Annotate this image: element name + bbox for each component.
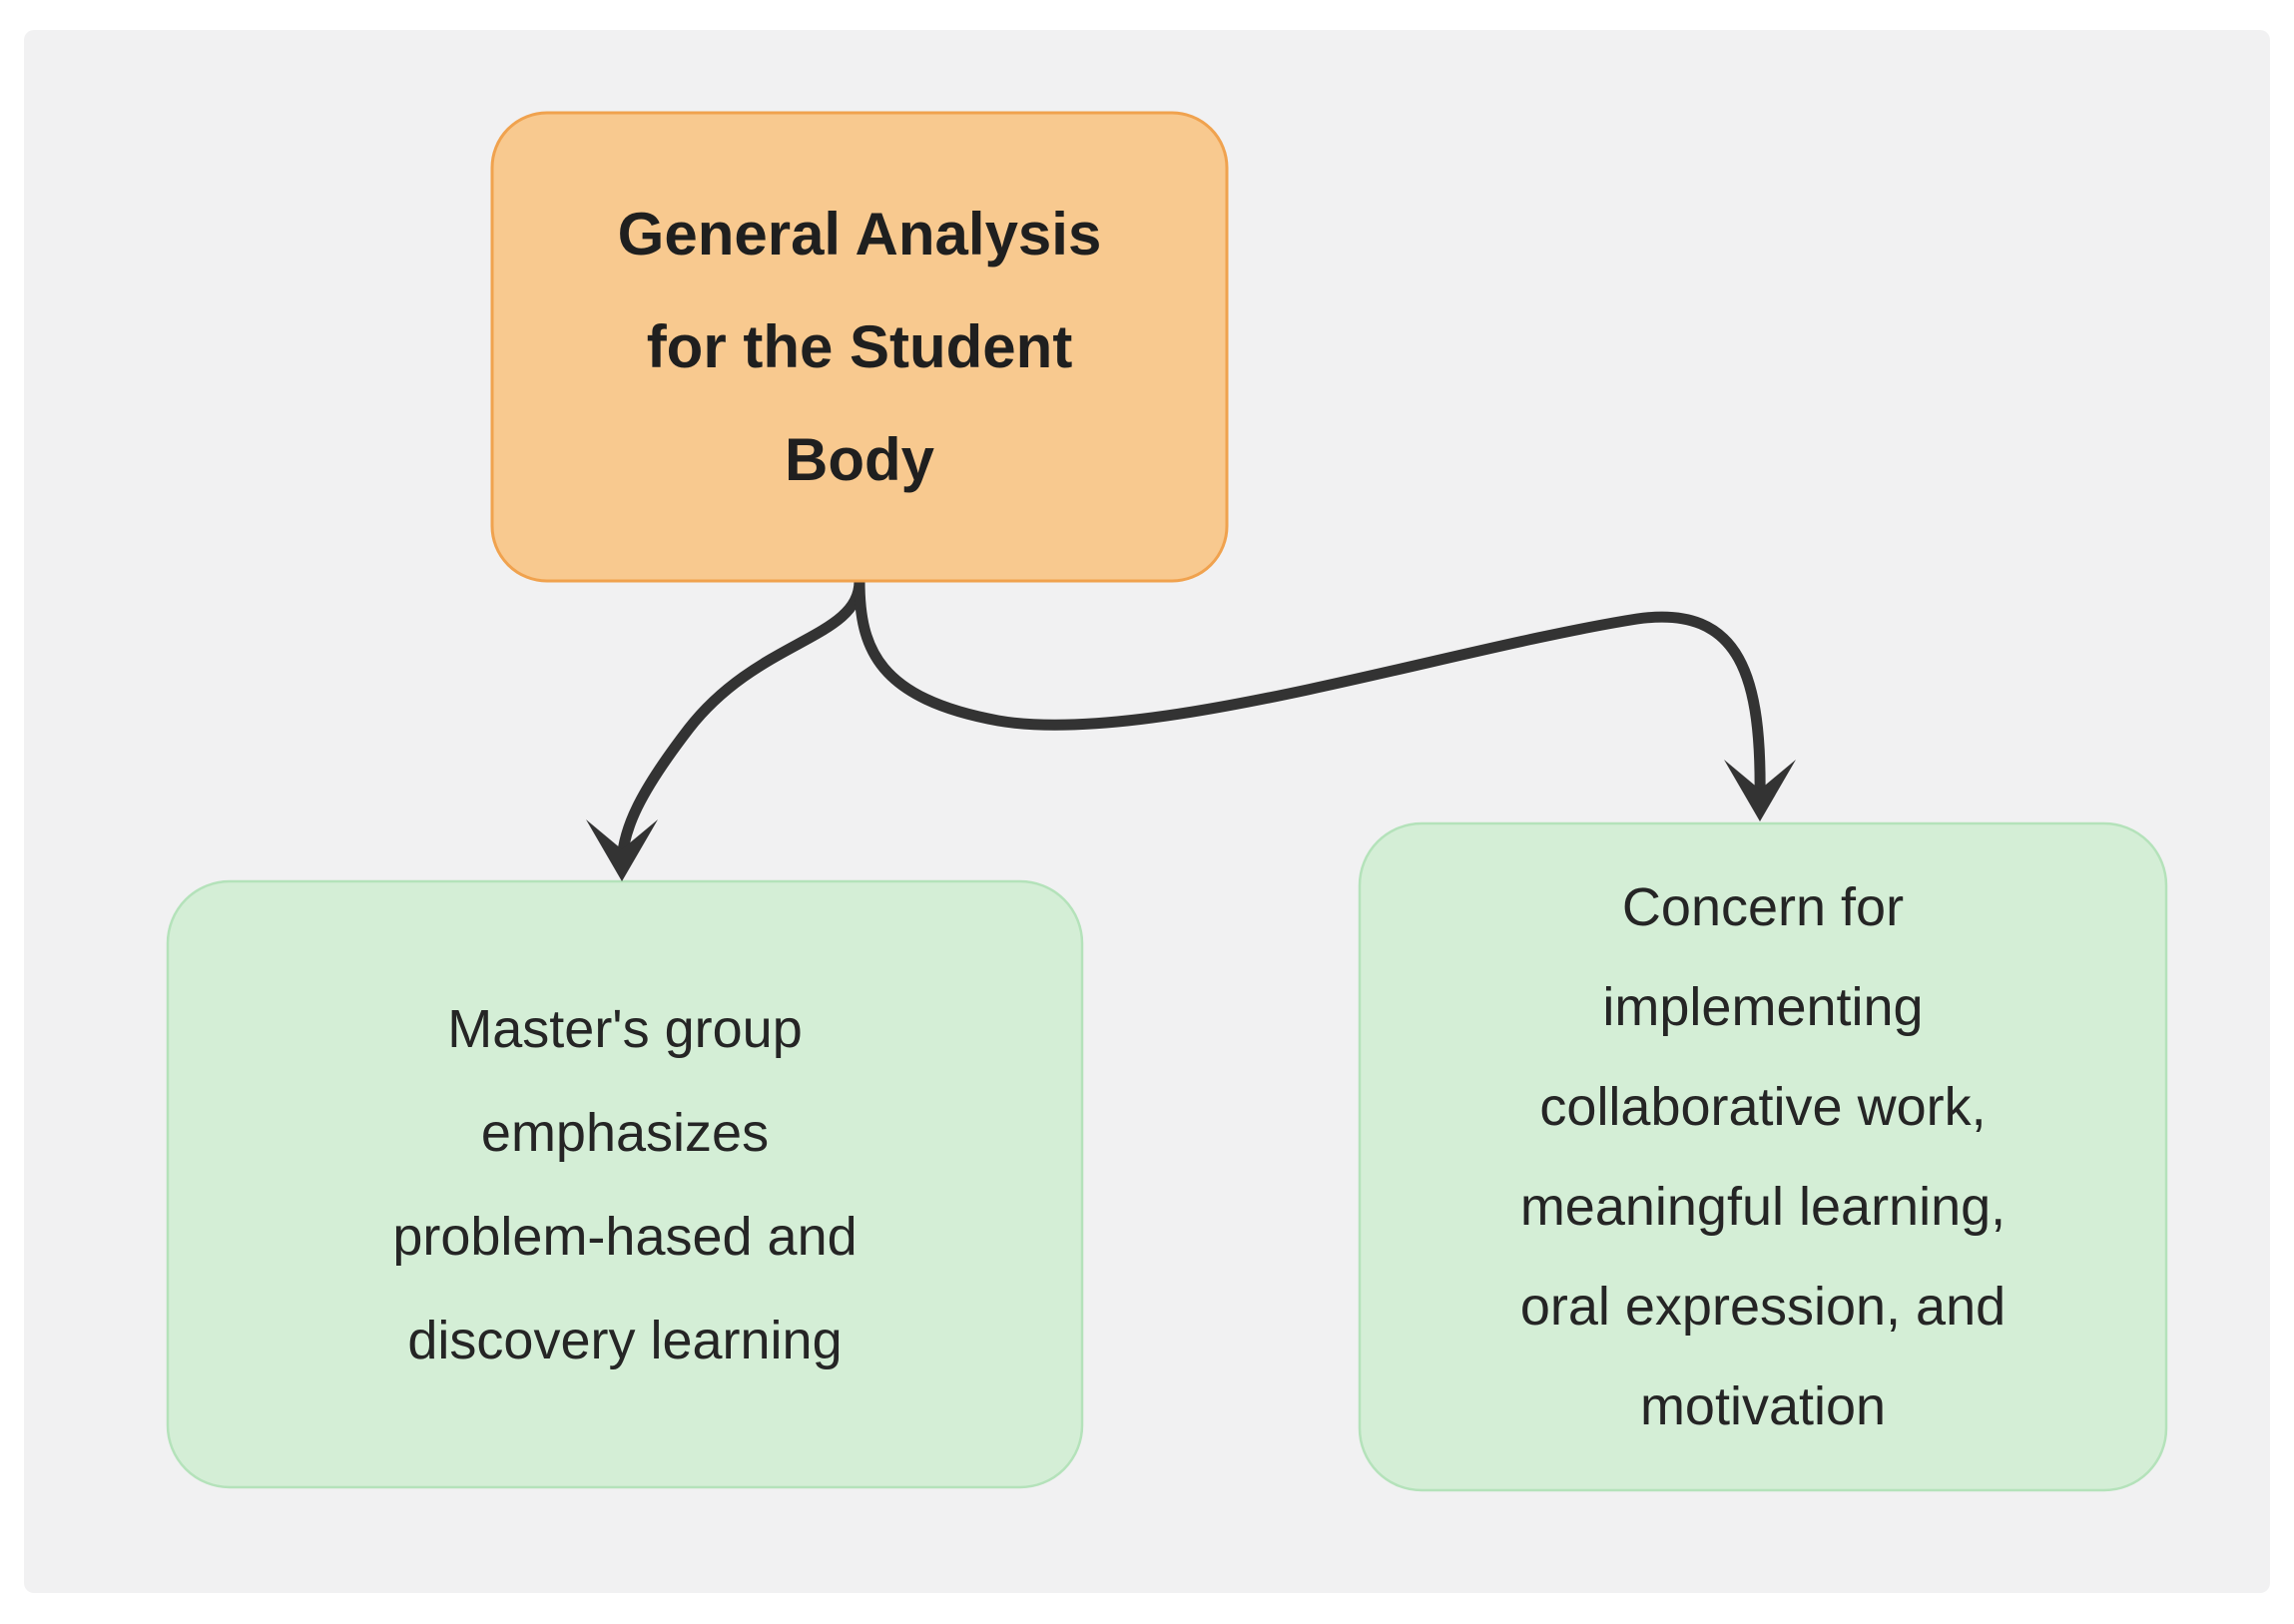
edge-root-to-left — [616, 575, 865, 866]
node-right-shape — [1358, 821, 2168, 1492]
arrowhead-left-icon — [586, 819, 658, 881]
edge-root-to-right — [854, 575, 1766, 807]
arrowhead-right-icon — [1724, 760, 1796, 821]
node-root-shape — [490, 111, 1229, 583]
node-left-shape — [166, 879, 1084, 1489]
